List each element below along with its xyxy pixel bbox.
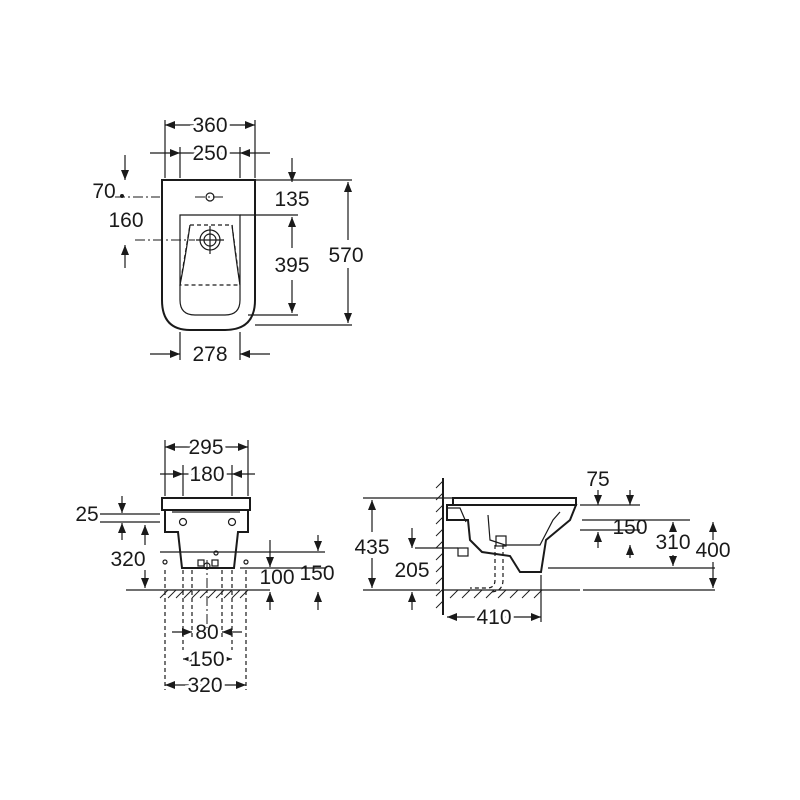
dim-395: 395 — [274, 254, 309, 277]
dim-570: 570 — [328, 244, 363, 267]
bowl-outline — [179, 214, 241, 316]
dim-150-side: 150 — [612, 516, 647, 539]
dim-100: 100 — [259, 566, 294, 589]
dim-435: 435 — [354, 536, 389, 559]
dim-278: 278 — [192, 343, 227, 366]
dim-205: 205 — [394, 559, 429, 582]
dim-400: 400 — [695, 539, 730, 562]
dim-150-bottom: 150 — [189, 648, 224, 671]
dim-70: 70 — [92, 180, 115, 203]
seat-plate — [452, 497, 577, 506]
bidet-body-front — [164, 509, 249, 569]
dim-360: 360 — [192, 114, 227, 137]
top-view: 360 250 70 160 135 395 570 — [92, 111, 363, 366]
dim-25: 25 — [75, 503, 98, 526]
side-view: 75 150 310 400 435 205 — [354, 468, 730, 632]
dim-75: 75 — [586, 468, 609, 491]
dim-410: 410 — [476, 606, 511, 629]
connection-marker — [197, 559, 205, 567]
rim-top — [161, 497, 251, 511]
front-view: 295 180 25 320 100 150 80 — [75, 433, 334, 700]
bidet-outline-top — [161, 179, 256, 331]
dim-310: 310 — [655, 531, 690, 554]
dim-180: 180 — [189, 463, 224, 486]
dim-320-left: 320 — [110, 548, 145, 571]
dim-160: 160 — [108, 209, 143, 232]
dim-320-bottom: 320 — [187, 674, 222, 697]
dim-150-right: 150 — [299, 562, 334, 585]
dim-295: 295 — [188, 436, 223, 459]
dim-135: 135 — [274, 188, 309, 211]
fixing-bolt — [178, 517, 188, 527]
waste-trap — [470, 545, 496, 589]
dim-80: 80 — [195, 621, 218, 644]
dim-250: 250 — [192, 142, 227, 165]
